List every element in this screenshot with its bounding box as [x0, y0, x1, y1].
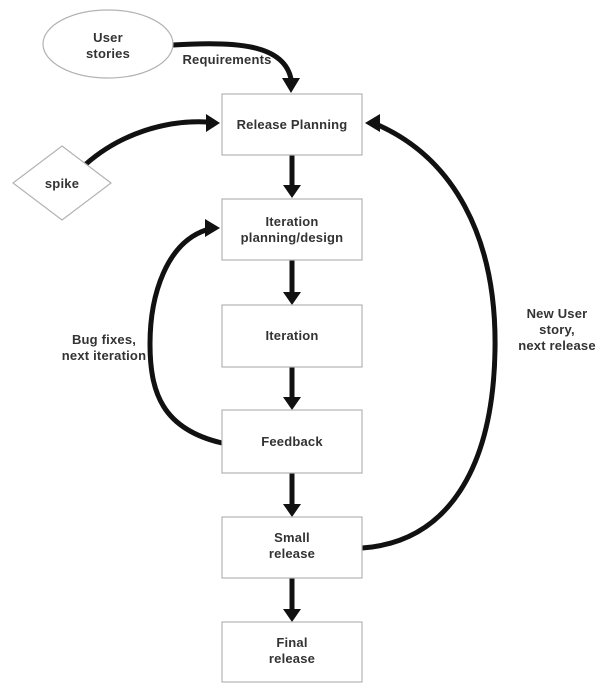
edge-bug-fixes-loop	[147, 219, 223, 446]
node-label: spike	[45, 176, 79, 191]
final-release-box	[221, 621, 363, 683]
label-bug-fixes: Bug fixes, next iteration	[62, 332, 146, 363]
edge-label: next release	[518, 338, 596, 353]
small-release-box	[221, 516, 363, 579]
node-label: planning/design	[241, 230, 344, 245]
node-feedback: Feedback	[221, 409, 363, 474]
edge-requirements	[172, 41, 300, 93]
node-label: Feedback	[261, 434, 323, 449]
node-label: release	[269, 546, 315, 561]
edge-label: next iteration	[62, 348, 146, 363]
node-label: release	[269, 651, 315, 666]
edge-spike	[84, 114, 220, 166]
node-label: Iteration	[265, 328, 318, 343]
down-arrowhead-icon	[283, 397, 301, 410]
iteration-planning-box	[221, 198, 363, 261]
node-label: Release Planning	[237, 117, 348, 132]
feedback-box	[221, 409, 363, 474]
node-label: User	[93, 30, 123, 45]
edge-release-to-iterplan	[283, 155, 301, 198]
edge-feedback-to-small	[283, 473, 301, 517]
node-label: Small	[274, 530, 310, 545]
edge-new-user-story-loop	[361, 114, 498, 551]
edge-bug-fixes-path	[147, 227, 223, 446]
down-arrowhead-icon	[283, 504, 301, 517]
edge-small-to-final	[283, 578, 301, 622]
node-spike: spike	[12, 145, 112, 221]
node-user-stories: User stories	[42, 9, 174, 79]
down-arrowhead-icon	[283, 609, 301, 622]
node-label: Iteration	[265, 214, 318, 229]
node-final-release: Final release	[221, 621, 363, 683]
edge-spike-path	[84, 119, 208, 166]
release-planning-box	[221, 93, 363, 156]
spike-diamond	[12, 145, 112, 221]
label-requirements: Requirements	[182, 52, 271, 67]
edge-new-user-story-arrowhead-icon	[365, 114, 380, 132]
edge-spike-arrowhead-icon	[206, 114, 220, 132]
edge-iterplan-to-iteration	[283, 260, 301, 305]
edge-label: Requirements	[182, 52, 271, 67]
edge-label: story,	[539, 322, 575, 337]
down-arrowhead-icon	[283, 185, 301, 198]
edge-new-user-story-path	[361, 122, 498, 551]
edge-requirements-path	[172, 41, 294, 80]
node-label: stories	[86, 46, 130, 61]
label-new-user-story: New User story, next release	[518, 306, 596, 353]
node-small-release: Small release	[221, 516, 363, 579]
down-arrowhead-icon	[283, 292, 301, 305]
node-release-planning: Release Planning	[221, 93, 363, 156]
edge-label: Bug fixes,	[72, 332, 136, 347]
edge-iteration-to-feedback	[283, 367, 301, 410]
edge-bug-fixes-arrowhead-icon	[205, 219, 220, 237]
iteration-box	[221, 304, 363, 368]
node-iteration-planning: Iteration planning/design	[221, 198, 363, 261]
edge-label: New User	[527, 306, 588, 321]
node-iteration: Iteration	[221, 304, 363, 368]
node-label: Final	[276, 635, 307, 650]
user-stories-ellipse	[42, 9, 174, 79]
edge-requirements-arrowhead-icon	[282, 78, 300, 93]
